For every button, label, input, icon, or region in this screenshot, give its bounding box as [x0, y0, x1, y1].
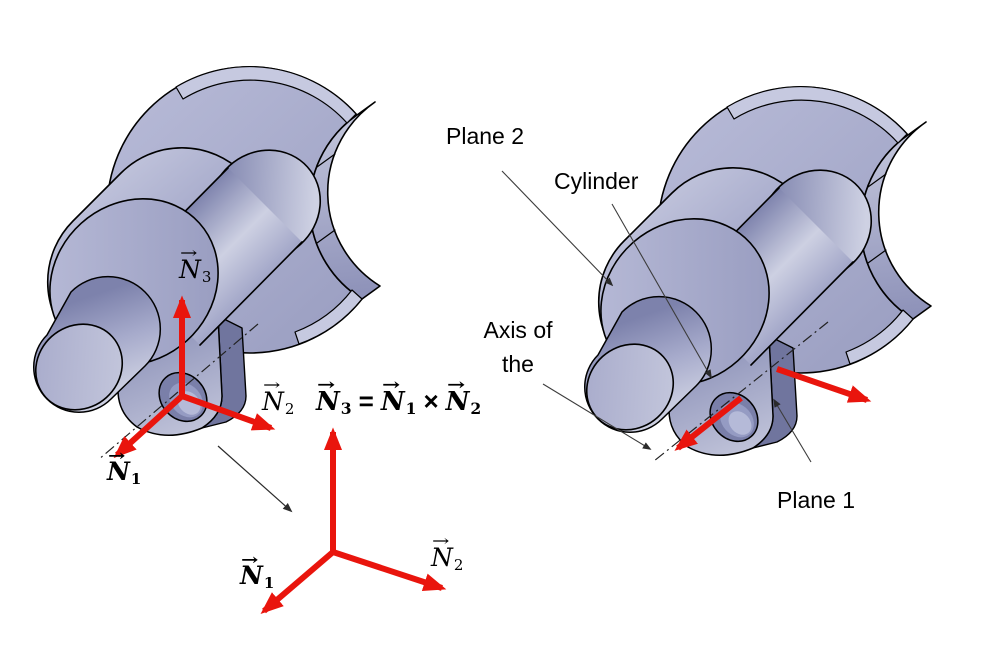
vector-arrow-icon: →: [180, 243, 198, 262]
axis-direction-red-arrow: [674, 395, 743, 451]
n1-arrow: [113, 393, 185, 459]
plane1-label: Plane 1: [777, 487, 856, 513]
vector-arrow-icon: →: [241, 549, 259, 569]
right-model: [565, 85, 932, 457]
times-sign: ×: [423, 386, 439, 416]
triad-n2-arrow: [332, 549, 447, 591]
triad-n1-label: →N1: [240, 549, 275, 592]
left-n2-label: →N2: [262, 375, 295, 418]
plane1-normal-red-arrow: [776, 366, 872, 403]
vector-arrow-icon: →: [381, 375, 401, 395]
triad-n2-label: →N2: [431, 531, 464, 574]
axis-label-line1: Axis of: [483, 317, 553, 343]
triad-pointer-arrow: [217, 445, 293, 513]
plane2-leader: [501, 170, 614, 287]
vector-arrow-icon: →: [446, 375, 465, 395]
left-n3-label: →N3: [179, 243, 212, 286]
triad: [260, 427, 447, 614]
cylinder-label: Cylinder: [554, 168, 639, 194]
vector-arrow-icon: →: [263, 375, 281, 394]
vector-arrow-icon: →: [108, 445, 126, 465]
cylinder-leader: [611, 203, 712, 379]
right-cylinder-axis-line: [653, 321, 829, 462]
plane1-leader: [773, 398, 812, 463]
equals-sign: =: [358, 386, 374, 416]
triad-n1-arrow: [260, 549, 335, 614]
vector-arrow-icon: →: [432, 531, 450, 550]
vector-arrow-icon: →: [317, 375, 336, 395]
axis-leader: [542, 383, 652, 450]
axis-label: Axis of the: [466, 313, 570, 381]
n2-arrow: [180, 393, 276, 431]
left-n1-label: →N1: [107, 445, 142, 488]
cross-product-formula: →N3 = →N1 × →N2: [316, 375, 482, 418]
axis-label-line2: the: [502, 351, 534, 377]
plane2-label: Plane 2: [446, 123, 525, 149]
